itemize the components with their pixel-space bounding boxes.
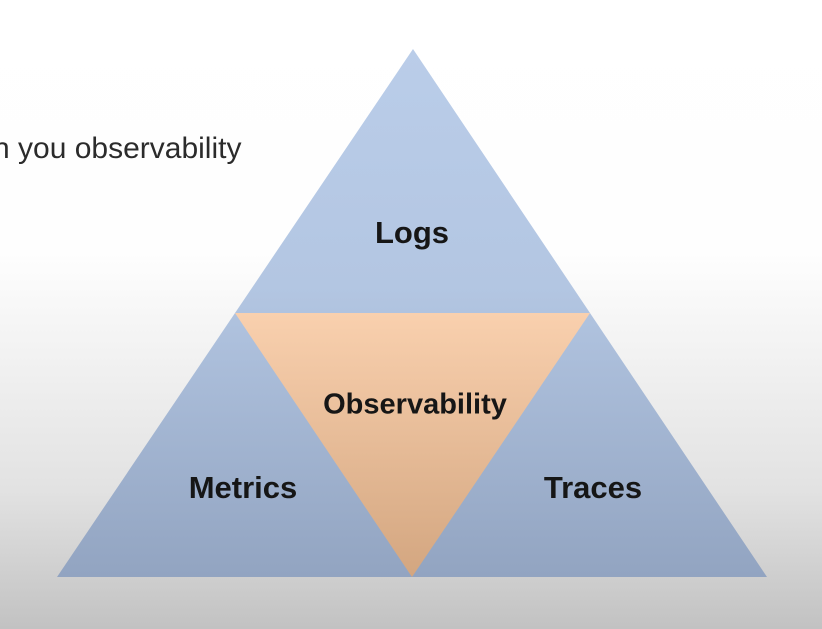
center-inverted-triangle: [235, 313, 590, 577]
pyramid-label-metrics: Metrics: [188, 470, 298, 505]
pyramid-label-traces: Traces: [543, 470, 643, 505]
caption-text: n you observability: [0, 132, 242, 165]
pyramid-label-observability: Observability: [323, 388, 507, 421]
pyramid-label-logs: Logs: [374, 215, 450, 250]
